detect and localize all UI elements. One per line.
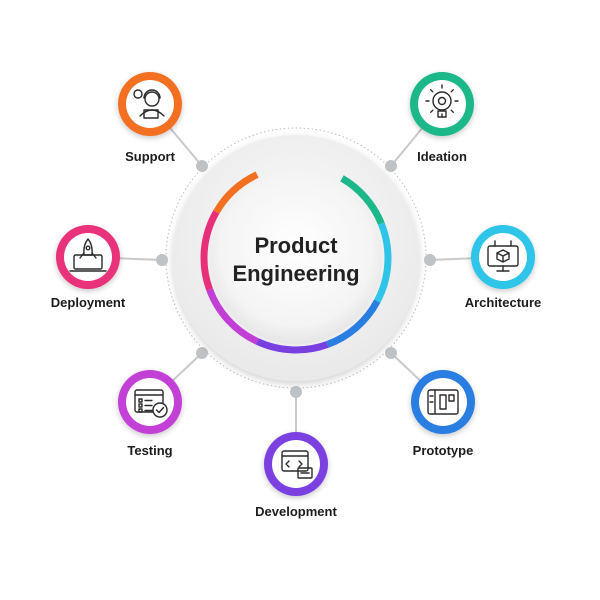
connector-dot-testing	[196, 347, 208, 359]
connector-dot-deployment	[156, 254, 168, 266]
center-title-line2: Engineering	[232, 261, 359, 286]
lightbulb-gear-icon	[425, 84, 459, 118]
node-face-prototype	[419, 378, 467, 426]
nodes: Support IdeationArchitecturePrototypeDeve…	[51, 72, 541, 519]
node-prototype[interactable]: Prototype	[411, 370, 475, 458]
node-architecture[interactable]: Architecture	[465, 225, 542, 310]
connector-dot-ideation	[385, 160, 397, 172]
node-face-development	[272, 440, 320, 488]
ring-segment	[255, 338, 329, 354]
node-label-ideation: Ideation	[417, 149, 467, 164]
connector-dot-prototype	[385, 347, 397, 359]
rocket-laptop-icon	[69, 238, 107, 272]
ring-segment	[374, 222, 392, 303]
center-disc	[210, 172, 382, 344]
node-label-development: Development	[255, 504, 337, 519]
ring-segment	[326, 299, 381, 348]
connector-dot-architecture	[424, 254, 436, 266]
connector-dot-support	[196, 160, 208, 172]
node-deployment[interactable]: Deployment	[51, 225, 126, 310]
node-label-deployment: Deployment	[51, 295, 126, 310]
node-label-testing: Testing	[127, 443, 172, 458]
node-label-support: Support	[125, 149, 175, 164]
node-face-testing	[126, 378, 174, 426]
node-ideation[interactable]: Ideation	[410, 72, 474, 164]
checklist-icon	[134, 389, 168, 418]
node-development[interactable]: Development	[255, 432, 337, 519]
node-face-deployment	[64, 233, 112, 281]
ring-segment	[340, 175, 385, 225]
node-label-architecture: Architecture	[465, 295, 542, 310]
center-title-line1: Product	[254, 233, 338, 258]
ring-segment	[200, 210, 220, 291]
code-window-icon	[281, 450, 313, 479]
ring-segment	[206, 288, 259, 345]
node-label-prototype: Prototype	[413, 443, 474, 458]
support-agent-icon	[133, 89, 165, 119]
node-face-support	[126, 80, 174, 128]
connector-dot-development	[290, 386, 302, 398]
node-support[interactable]: Support	[118, 72, 182, 164]
ring-segment	[213, 171, 259, 214]
progress-ring	[200, 171, 392, 354]
monitor-cube-icon	[487, 240, 519, 272]
blueprint-icon	[427, 389, 459, 415]
node-testing[interactable]: Testing	[118, 370, 182, 458]
